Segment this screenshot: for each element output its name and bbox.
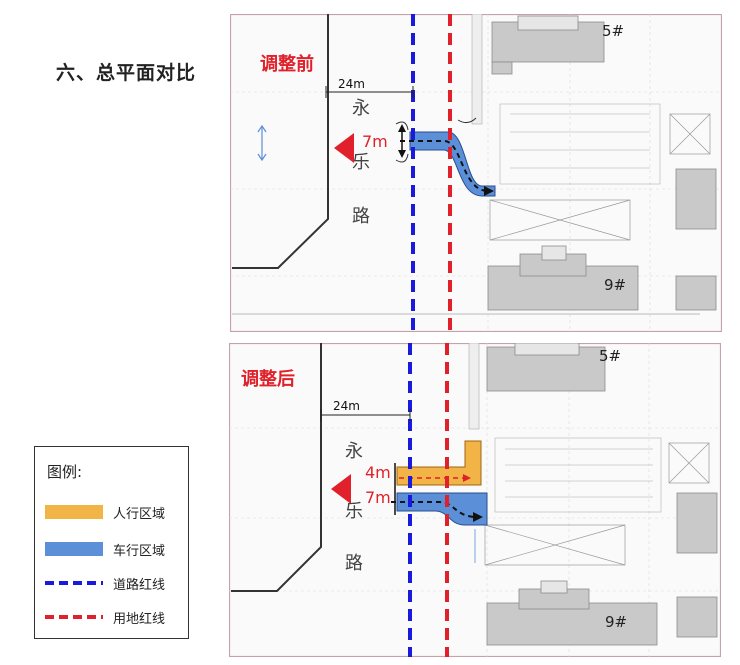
after-road-char-3: 路	[345, 553, 363, 574]
legend-item-site-line: 用地红线	[45, 607, 185, 627]
legend-item-road-line: 道路红线	[45, 573, 185, 593]
before-road-char-2: 乐	[352, 152, 370, 173]
plan-after-panel: 调整后 24m 4m 7m 永 乐 路 5# 9#	[229, 343, 721, 657]
legend-label-pedestrian: 人行区域	[113, 507, 166, 522]
before-title: 调整前	[260, 53, 314, 75]
legend-label-vehicle: 车行区域	[113, 544, 166, 559]
entrance-marker-before	[334, 133, 354, 163]
road-red-line-swatch	[45, 581, 103, 585]
before-width-label: 24m	[338, 77, 365, 91]
legend-item-pedestrian: 人行区域	[45, 502, 185, 522]
after-title: 调整后	[241, 368, 295, 390]
entrance-marker-after	[331, 474, 351, 504]
after-lane-label: 7m	[365, 488, 391, 507]
legend: 图例: 人行区域 车行区域 道路红线 用地红线	[34, 446, 189, 639]
before-building-5: 5#	[602, 22, 624, 40]
plan-before-drawing: 调整前 24m 7m 永 乐 路 5# 9#	[230, 14, 722, 332]
legend-item-vehicle: 车行区域	[45, 539, 185, 559]
after-road-char-1: 永	[345, 441, 363, 462]
before-lane-label: 7m	[362, 132, 388, 151]
after-road-char-2: 乐	[345, 501, 363, 522]
before-road-char-3: 路	[352, 206, 370, 227]
pedestrian-area-after	[396, 440, 482, 486]
after-ped-label: 4m	[365, 463, 391, 482]
legend-label-road-line: 道路红线	[113, 578, 166, 593]
legend-label-site-line: 用地红线	[113, 612, 166, 627]
page-heading: 六、总平面对比	[56, 62, 197, 84]
after-building-9: 9#	[605, 613, 627, 631]
plan-before-panel: 调整前 24m 7m 永 乐 路 5# 9#	[230, 14, 722, 332]
plan-after-drawing: 调整后 24m 4m 7m 永 乐 路 5# 9#	[229, 343, 721, 657]
before-road-char-1: 永	[352, 98, 370, 119]
after-building-5: 5#	[599, 347, 621, 365]
pedestrian-area-swatch	[45, 505, 103, 519]
vehicle-area-swatch	[45, 542, 103, 556]
legend-title: 图例:	[47, 463, 83, 481]
before-building-9: 9#	[604, 276, 626, 294]
site-red-line-swatch	[45, 615, 103, 619]
after-width-label: 24m	[333, 399, 360, 413]
